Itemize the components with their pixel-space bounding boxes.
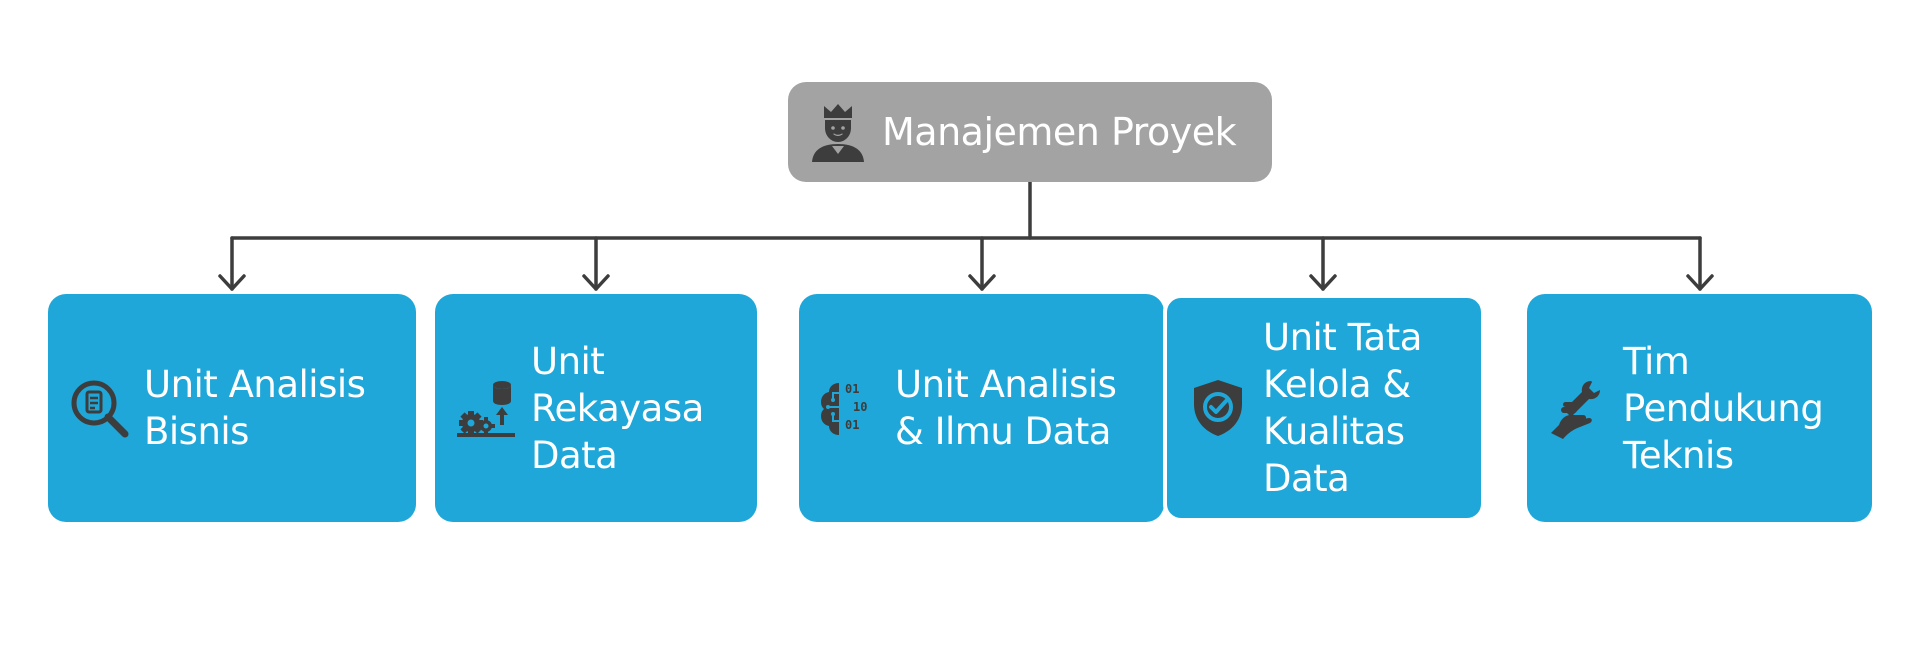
unit-label: Unit Tata Kelola & Kualitas Data bbox=[1263, 316, 1422, 500]
brain-binary-icon: 01 10 01 bbox=[819, 377, 881, 439]
unit-node-tata-kelola: Unit Tata Kelola & Kualitas Data bbox=[1163, 294, 1485, 522]
unit-node-analisis-ilmu-data: 01 10 01 Unit Analisis & Ilmu Data bbox=[799, 294, 1164, 522]
unit-label: Tim Pendukung Teknis bbox=[1623, 339, 1824, 477]
arrowhead-3 bbox=[968, 274, 996, 291]
database-gears-icon bbox=[455, 377, 517, 439]
unit-label: Unit Analisis & Ilmu Data bbox=[895, 363, 1117, 453]
unit-node-analisis-bisnis: Unit Analisis Bisnis bbox=[48, 294, 416, 522]
unit-label: Unit Rekayasa Data bbox=[531, 339, 704, 477]
unit-node-pendukung-teknis: Tim Pendukung Teknis bbox=[1527, 294, 1872, 522]
unit-label: Unit Analisis Bisnis bbox=[144, 363, 366, 453]
shield-check-icon bbox=[1187, 377, 1249, 439]
arrowhead-1 bbox=[218, 274, 246, 291]
arrowhead-4 bbox=[1309, 274, 1337, 291]
unit-node-rekayasa-data: Unit Rekayasa Data bbox=[435, 294, 757, 522]
arrowhead-2 bbox=[582, 274, 610, 291]
root-label: Manajemen Proyek bbox=[882, 110, 1237, 154]
svg-text:01: 01 bbox=[845, 418, 859, 432]
magnifier-document-icon bbox=[68, 377, 130, 439]
root-node: Manajemen Proyek bbox=[788, 82, 1272, 182]
svg-text:10: 10 bbox=[853, 400, 867, 414]
king-person-icon bbox=[808, 102, 868, 162]
arrowhead-5 bbox=[1686, 274, 1714, 291]
hand-wrench-icon bbox=[1547, 377, 1609, 439]
svg-text:01: 01 bbox=[845, 382, 859, 396]
